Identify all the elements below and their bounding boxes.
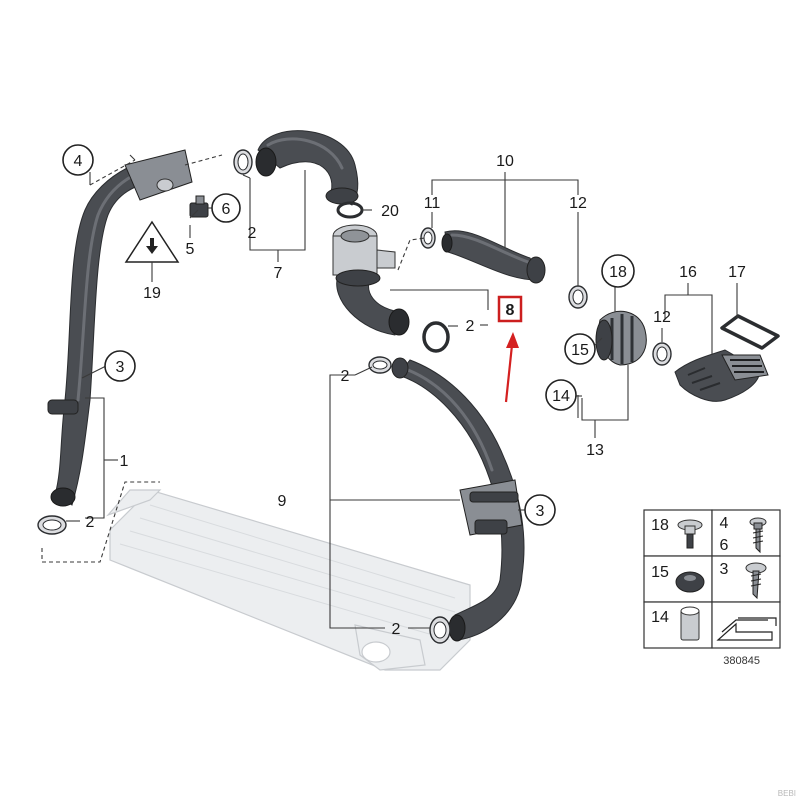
hose-part-10 — [441, 230, 546, 284]
hose-upper-elbow — [255, 130, 359, 206]
callout-1: 1 — [120, 453, 129, 470]
bolt-18-illustration — [677, 519, 703, 549]
svg-text:3: 3 — [536, 503, 545, 520]
clamp-part-1-lower — [37, 515, 67, 535]
hose-left-part-1 — [47, 149, 193, 507]
legend-cell-4-6 — [711, 509, 781, 557]
svg-text:6: 6 — [222, 201, 231, 218]
diagram-id: 380845 — [723, 655, 760, 667]
callout-15: 15 — [564, 333, 596, 365]
svg-text:14: 14 — [651, 609, 669, 626]
callout-2-upper: 2 — [248, 225, 257, 242]
separator-arrow-illustration — [716, 617, 777, 641]
sleeve-14-illustration — [680, 606, 700, 641]
callout-2-lower: 2 — [392, 621, 401, 638]
svg-text:3: 3 — [116, 359, 125, 376]
clamp-part-9-lower — [429, 616, 451, 644]
seal-part-17 — [720, 314, 780, 350]
callout-8: 8 — [506, 302, 515, 319]
callout-18: 18 — [601, 254, 635, 288]
callout-14: 14 — [545, 379, 577, 411]
callout-19: 19 — [143, 285, 161, 302]
clamp-part-12-lower — [652, 342, 672, 366]
svg-text:4: 4 — [74, 153, 83, 170]
screw-4-6-illustration — [749, 517, 767, 554]
legend-cell-18 — [643, 509, 713, 557]
svg-text:18: 18 — [651, 517, 669, 534]
fastener-legend: 18 4 6 15 3 14 — [643, 509, 781, 667]
callout-12-upper: 12 — [569, 195, 587, 212]
legend-cell-arrow — [711, 601, 781, 649]
highlight-part-8 — [497, 295, 523, 403]
callout-7: 7 — [274, 265, 283, 282]
o-ring-20 — [336, 201, 364, 219]
callout-2-left: 2 — [86, 514, 95, 531]
resonator-part-13 — [595, 310, 647, 366]
callout-20: 20 — [381, 203, 399, 220]
callout-6: 6 — [211, 193, 241, 223]
warning-triangle-19 — [124, 220, 180, 263]
hose-part-9 — [391, 357, 525, 642]
leader-lines — [41, 154, 738, 629]
hose-part-8 — [332, 224, 410, 336]
callout-5: 5 — [186, 241, 195, 258]
clamp-upper-left — [233, 149, 253, 175]
svg-text:6: 6 — [720, 537, 729, 554]
callout-13: 13 — [586, 442, 604, 459]
callout-9: 9 — [278, 493, 287, 510]
legend-cell-3 — [711, 555, 781, 603]
callout-2-part8: 2 — [466, 318, 475, 335]
clamp-part-11 — [420, 227, 436, 249]
svg-text:3: 3 — [720, 561, 729, 578]
grommet-15-illustration — [675, 571, 705, 593]
svg-text:18: 18 — [609, 264, 627, 281]
callout-17: 17 — [728, 264, 746, 281]
callout-16: 16 — [679, 264, 697, 281]
corner-mark: BEBI — [778, 789, 796, 798]
svg-text:15: 15 — [651, 564, 669, 581]
plain-callouts: 10 11 12 20 5 2 7 19 16 17 12 8 2 2 13 1… — [86, 153, 746, 638]
air-duct-part-16 — [674, 349, 769, 402]
svg-text:15: 15 — [571, 342, 589, 359]
clamp-part-9-upper — [368, 356, 392, 374]
legend-cell-14 — [643, 601, 713, 649]
callout-3-left: 3 — [104, 350, 136, 382]
callout-3-right: 3 — [524, 494, 556, 526]
intercooler — [106, 489, 471, 671]
callout-10: 10 — [496, 153, 514, 170]
svg-text:14: 14 — [552, 388, 570, 405]
clamp-part-12-upper — [568, 285, 588, 309]
clamp-part-8 — [422, 321, 450, 353]
svg-text:4: 4 — [720, 515, 729, 532]
callout-2-part9: 2 — [341, 368, 350, 385]
callout-12-lower: 12 — [653, 309, 671, 326]
callout-4: 4 — [62, 144, 94, 176]
callout-11: 11 — [424, 195, 441, 212]
sensor-part-6 — [189, 195, 209, 218]
screw-3-illustration — [745, 562, 767, 600]
